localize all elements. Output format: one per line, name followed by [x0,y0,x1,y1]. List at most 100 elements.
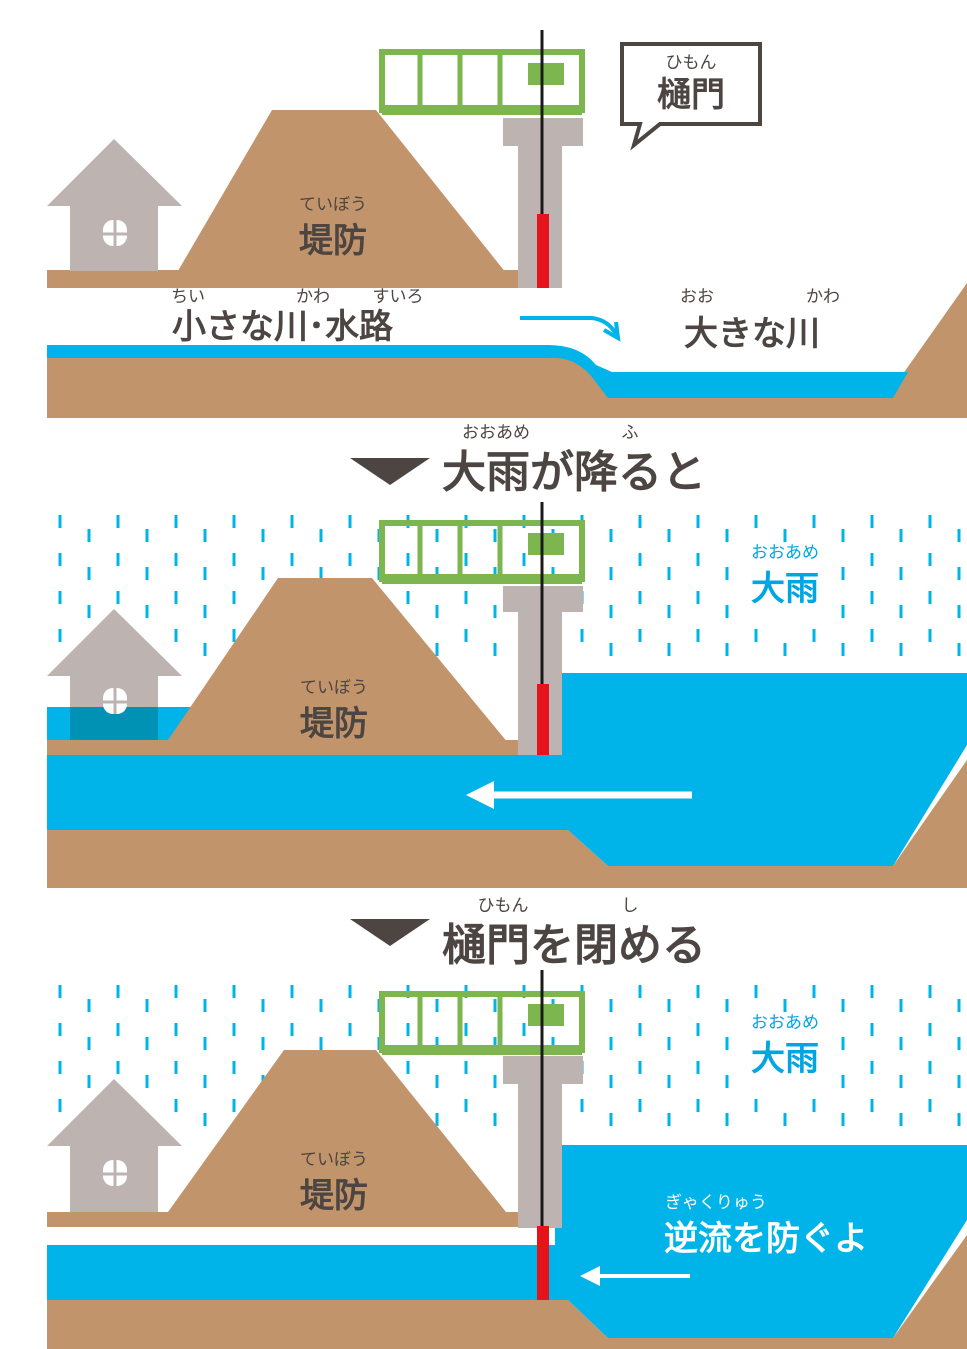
rain-drop [87,529,91,542]
rain-drop [551,1037,555,1050]
rain-drop [696,515,700,528]
rain-drop [696,629,700,642]
rain-drop [754,515,758,528]
rain-drop [899,605,903,618]
rain-drop [290,515,294,528]
rain-drop [203,605,207,618]
rain-drop [609,1037,613,1050]
rain-drop [725,567,729,580]
flooded-river [47,673,967,866]
gate-door [537,214,549,288]
rain-drop [696,591,700,604]
rain-drop [87,1075,91,1088]
rain-drop [522,553,526,566]
rain-drop [116,1023,120,1036]
rain-drop [638,1023,642,1036]
rain-drop [870,1023,874,1036]
rain-drop [870,515,874,528]
rain-drop [841,1037,845,1050]
rain-drop [58,1099,62,1112]
house-window-icon [103,688,127,714]
rain-drop [812,985,816,998]
ground [47,760,967,888]
small-river-ruby-chi: ちい [171,287,205,307]
step1-label: 大雨が降ると [442,447,706,498]
rain-drop [58,985,62,998]
rain-drop [493,999,497,1012]
rain-drop [667,567,671,580]
rain-drop [232,1061,236,1074]
rain-drop [696,1061,700,1074]
rain-drop [464,1061,468,1074]
flooded-river [555,1145,967,1338]
embankment-label: 堤防 [300,1176,368,1216]
rain-drop [609,1075,613,1088]
rain-drop [899,1037,903,1050]
rain-drop [609,567,613,580]
rain-drop [783,643,787,656]
rain-drop [145,529,149,542]
rain-drop [406,591,410,604]
rain-drop [725,1075,729,1088]
rain-drop [957,605,961,618]
rain-drop [145,567,149,580]
rain-drop [58,1023,62,1036]
embankment-ruby: ていぼう [300,1150,368,1170]
rain-drop [783,1113,787,1126]
rain-drop [145,1075,149,1088]
rain-drop [319,567,323,580]
rain-drop [319,529,323,542]
rain-drop [667,643,671,656]
rain-drop [957,643,961,656]
rain-drop [174,591,178,604]
rain-drop [754,1099,758,1112]
rain-drop [435,605,439,618]
rain-drop [435,1075,439,1088]
rain-drop [464,1023,468,1036]
rain-drop [754,985,758,998]
rain-drop [725,605,729,618]
rain-drop [667,999,671,1012]
panel-heavy-rain: ていぼう 堤防 おおあめ 大雨 [47,502,967,888]
embankment [168,578,518,755]
step2-ruby-himon: ひもん [478,896,529,916]
rain-drop [174,1023,178,1036]
rain-drop [435,643,439,656]
triangle-down-icon [350,458,430,485]
rain-drop [928,985,932,998]
backflow-ruby: ぎゃくりゅう [665,1193,767,1213]
embankment-label: 堤防 [299,221,367,261]
rain-drop [116,515,120,528]
rain-drop [493,567,497,580]
rain-drop [638,1061,642,1074]
small-river-water [47,1245,555,1300]
rain-drop [870,629,874,642]
rain-drop [957,1037,961,1050]
rain-drop [841,643,845,656]
embankment [168,1050,518,1227]
ground [47,1235,967,1349]
rain-drop [667,1037,671,1050]
rain-drop [348,515,352,528]
rain-drop [928,553,932,566]
rain-drop [493,643,497,656]
backflow-label: 逆流を防ぐよ [664,1219,868,1259]
rain-drop [232,629,236,642]
rain-drop [406,1023,410,1036]
panel-normal: ひもん 樋門 ていぼう 堤防 ちい かわ すいろ 小さな川･水路 おお かわ 大… [47,30,967,418]
rain-drop [928,629,932,642]
rain-drop [870,591,874,604]
rain-drop [232,985,236,998]
house-window-icon [103,220,127,246]
rain-drop [812,1099,816,1112]
rain-drop [812,515,816,528]
rain-drop [435,1037,439,1050]
rain-drop [174,629,178,642]
rain-drop [435,529,439,542]
rain-drop [638,629,642,642]
rain-drop [232,591,236,604]
callout-bubble: ひもん 樋門 [620,42,762,151]
rain-drop [435,999,439,1012]
rain-drop [725,1037,729,1050]
rain-drop [464,1099,468,1112]
